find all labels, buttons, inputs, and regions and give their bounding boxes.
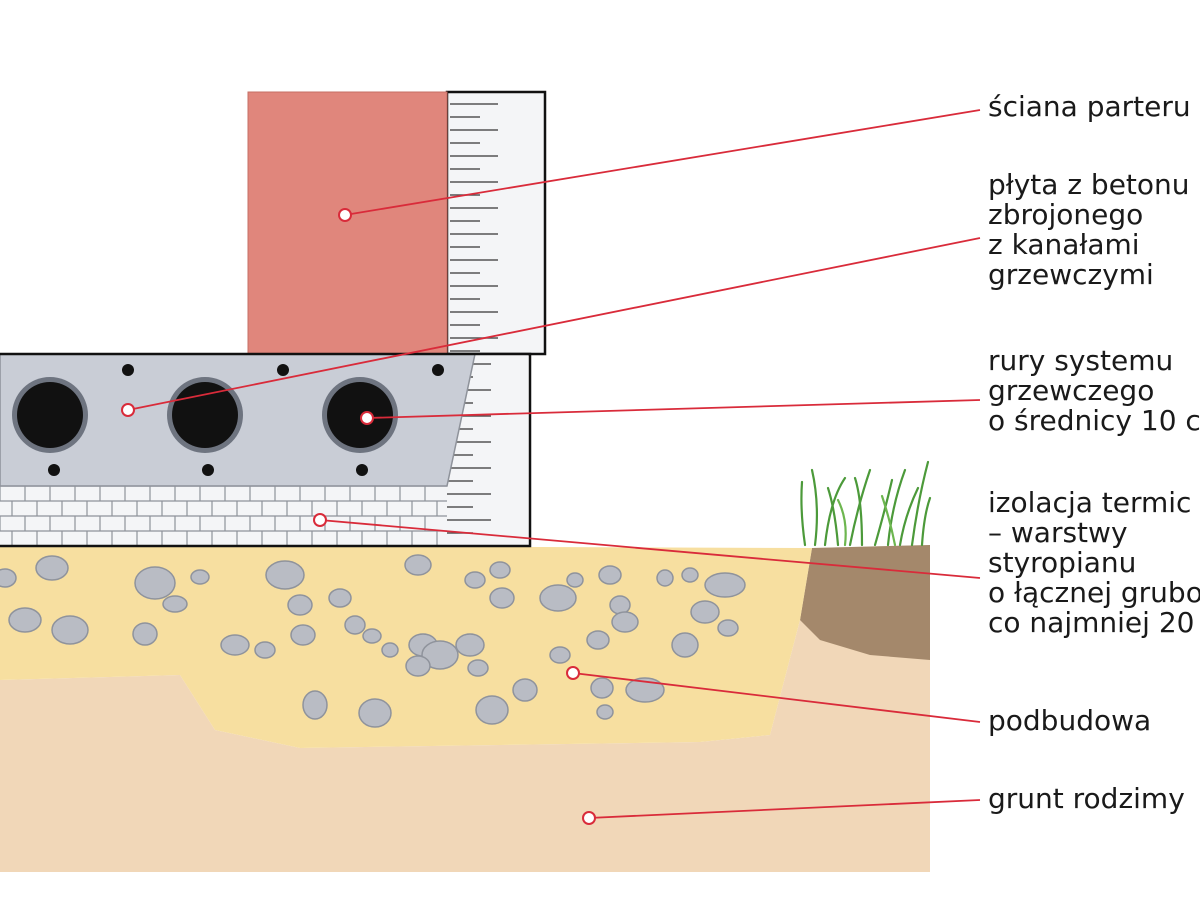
native-soil-layer <box>0 545 930 872</box>
grass-tuft-icon <box>800 460 932 547</box>
stone <box>302 690 328 720</box>
label-insulation-line-2: – warstwy <box>988 516 1128 549</box>
stone <box>362 628 382 644</box>
label-pipes-line-3: o średnicy 10 c <box>988 404 1200 437</box>
gravel-stones <box>0 554 746 728</box>
label-wall: ściana parteru <box>988 92 1191 122</box>
stone <box>539 584 577 612</box>
label-insulation: izolacja termic – warstwy styropianu o ł… <box>988 488 1200 638</box>
label-slab: płyta z betonu zbrojonego z kanałami grz… <box>988 170 1190 290</box>
ground-floor-wall <box>247 91 448 355</box>
stone <box>254 641 276 659</box>
stone <box>287 594 313 616</box>
stone <box>489 561 511 579</box>
topsoil-edge <box>800 545 930 660</box>
stone <box>590 677 614 699</box>
stone <box>625 677 665 703</box>
stone <box>265 560 305 590</box>
gravel-base-layer <box>0 545 812 748</box>
label-base-line-1: podbudowa <box>988 704 1152 737</box>
stone <box>455 633 485 657</box>
stone <box>512 678 538 702</box>
stone <box>596 704 614 720</box>
label-soil: grunt rodzimy <box>988 784 1185 814</box>
leader-lines <box>127 109 981 819</box>
label-pipes-line-2: grzewczego <box>988 374 1155 407</box>
stone <box>35 555 69 581</box>
stone <box>220 634 250 656</box>
stone <box>467 659 489 677</box>
stone <box>381 642 399 658</box>
label-base: podbudowa <box>988 706 1151 736</box>
stone <box>681 567 699 583</box>
stone <box>190 569 210 585</box>
stone <box>586 630 610 650</box>
stone <box>489 587 515 609</box>
stone <box>475 695 509 725</box>
stone <box>51 615 89 645</box>
stone <box>0 568 17 588</box>
heating-pipes <box>12 377 398 453</box>
leader-marker-icon <box>121 208 596 825</box>
stone <box>421 640 459 670</box>
label-wall-line-1: ściana parteru <box>988 90 1191 123</box>
stone <box>464 571 486 589</box>
stone <box>690 600 720 624</box>
label-pipes-line-1: rury systemu <box>988 344 1174 377</box>
stone <box>671 632 699 658</box>
stone <box>704 572 746 598</box>
label-slab-line-3: z kanałami <box>988 228 1140 261</box>
stone <box>290 624 316 646</box>
stone <box>405 655 431 677</box>
stone <box>358 698 392 728</box>
stone <box>717 619 739 637</box>
stone <box>344 615 366 635</box>
stone <box>549 646 571 664</box>
stone <box>8 607 42 633</box>
label-insulation-line-5: co najmniej 20 <box>988 606 1195 639</box>
label-soil-line-1: grunt rodzimy <box>988 782 1185 815</box>
label-insulation-line-1: izolacja termic <box>988 486 1192 519</box>
stone <box>132 622 158 646</box>
structure-outline <box>0 352 532 548</box>
stone <box>656 569 674 587</box>
stone <box>609 595 631 615</box>
rebar-dots <box>48 364 444 476</box>
label-insulation-line-3: styropianu <box>988 546 1137 579</box>
stone <box>162 595 188 613</box>
stone <box>328 588 352 608</box>
label-pipes: rury systemu grzewczego o średnicy 10 c <box>988 346 1200 436</box>
label-slab-line-4: grzewczymi <box>988 258 1154 291</box>
stone <box>598 565 622 585</box>
label-slab-line-2: zbrojonego <box>988 198 1144 231</box>
stone <box>134 566 176 600</box>
label-slab-line-1: płyta z betonu <box>988 168 1190 201</box>
stone <box>404 554 432 576</box>
stone <box>566 572 584 588</box>
label-insulation-line-4: o łącznej grubo <box>988 576 1200 609</box>
stone <box>611 611 639 633</box>
